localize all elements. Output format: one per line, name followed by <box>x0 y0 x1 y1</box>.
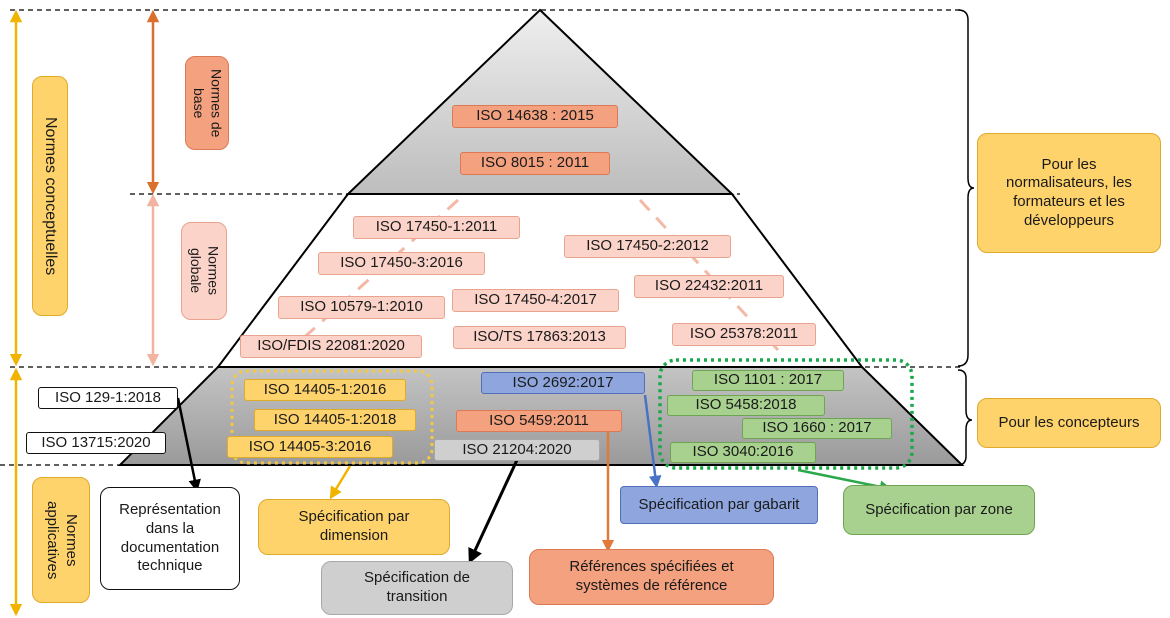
spec-zone: Spécification par zone <box>843 485 1035 535</box>
standard-iso-14405-1-2016: ISO 14405-1:2016 <box>244 379 406 401</box>
standard-iso-21204: ISO 21204:2020 <box>434 439 600 461</box>
standard-iso-2692: ISO 2692:2017 <box>481 372 645 394</box>
standard-iso-129-1: ISO 129-1:2018 <box>38 387 178 409</box>
standard-iso-17450-1: ISO 17450-1:2011 <box>353 216 520 239</box>
standard-iso-1101: ISO 1101 : 2017 <box>692 370 844 391</box>
spec-reference: Références spécifiées et systèmes de réf… <box>529 549 774 605</box>
label-pour-normalisateurs: Pour les normalisateurs, les formateurs … <box>977 133 1161 253</box>
label-normes-de-base: Normes de base <box>185 56 229 150</box>
connector-dimension <box>329 465 352 500</box>
brace-normalisateurs <box>957 9 975 367</box>
standard-iso-5458: ISO 5458:2018 <box>667 395 825 416</box>
group-zone <box>658 358 914 470</box>
standard-iso-14405-1-2018: ISO 14405-1:2018 <box>254 409 416 431</box>
standard-iso-17450-3: ISO 17450-3:2016 <box>318 252 485 275</box>
standard-iso-ts-17863: ISO/TS 17863:2013 <box>453 326 626 349</box>
brace-concepteurs <box>957 369 973 466</box>
standard-iso-1660: ISO 1660 : 2017 <box>742 418 892 439</box>
standard-iso-22432: ISO 22432:2011 <box>634 275 784 298</box>
standard-iso-14638: ISO 14638 : 2015 <box>452 105 618 128</box>
spec-representation: Représentation dans la documentation tec… <box>100 487 240 590</box>
connector-transition <box>468 459 519 564</box>
standard-iso-3040: ISO 3040:2016 <box>670 442 816 463</box>
standard-iso-8015: ISO 8015 : 2011 <box>460 152 610 175</box>
label-pour-concepteurs: Pour les concepteurs <box>977 398 1161 448</box>
group-dimension <box>230 369 434 465</box>
standard-iso-13715: ISO 13715:2020 <box>26 432 166 454</box>
label-normes-conceptuelles: Normes conceptuelles <box>32 76 68 316</box>
standard-iso-25378: ISO 25378:2011 <box>672 323 816 346</box>
spec-gabarit: Spécification par gabarit <box>620 486 818 524</box>
standard-iso-17450-4: ISO 17450-4:2017 <box>452 289 619 312</box>
standard-iso-10579-1: ISO 10579-1:2010 <box>278 296 445 319</box>
standard-iso-5459: ISO 5459:2011 <box>456 410 622 432</box>
standard-iso-fdis-22081: ISO/FDIS 22081:2020 <box>240 335 422 358</box>
spec-dimension: Spécification par dimension <box>258 499 450 555</box>
label-normes-applicatives: Normes applicatives <box>32 477 90 603</box>
standard-iso-17450-2: ISO 17450-2:2012 <box>564 235 731 258</box>
standard-iso-14405-3-2016: ISO 14405-3:2016 <box>227 436 393 458</box>
spec-transition: Spécification de transition <box>321 561 513 615</box>
label-normes-globale: Normes globale <box>181 222 227 320</box>
connector-gabarit <box>643 394 662 489</box>
connector-representation <box>176 397 201 493</box>
